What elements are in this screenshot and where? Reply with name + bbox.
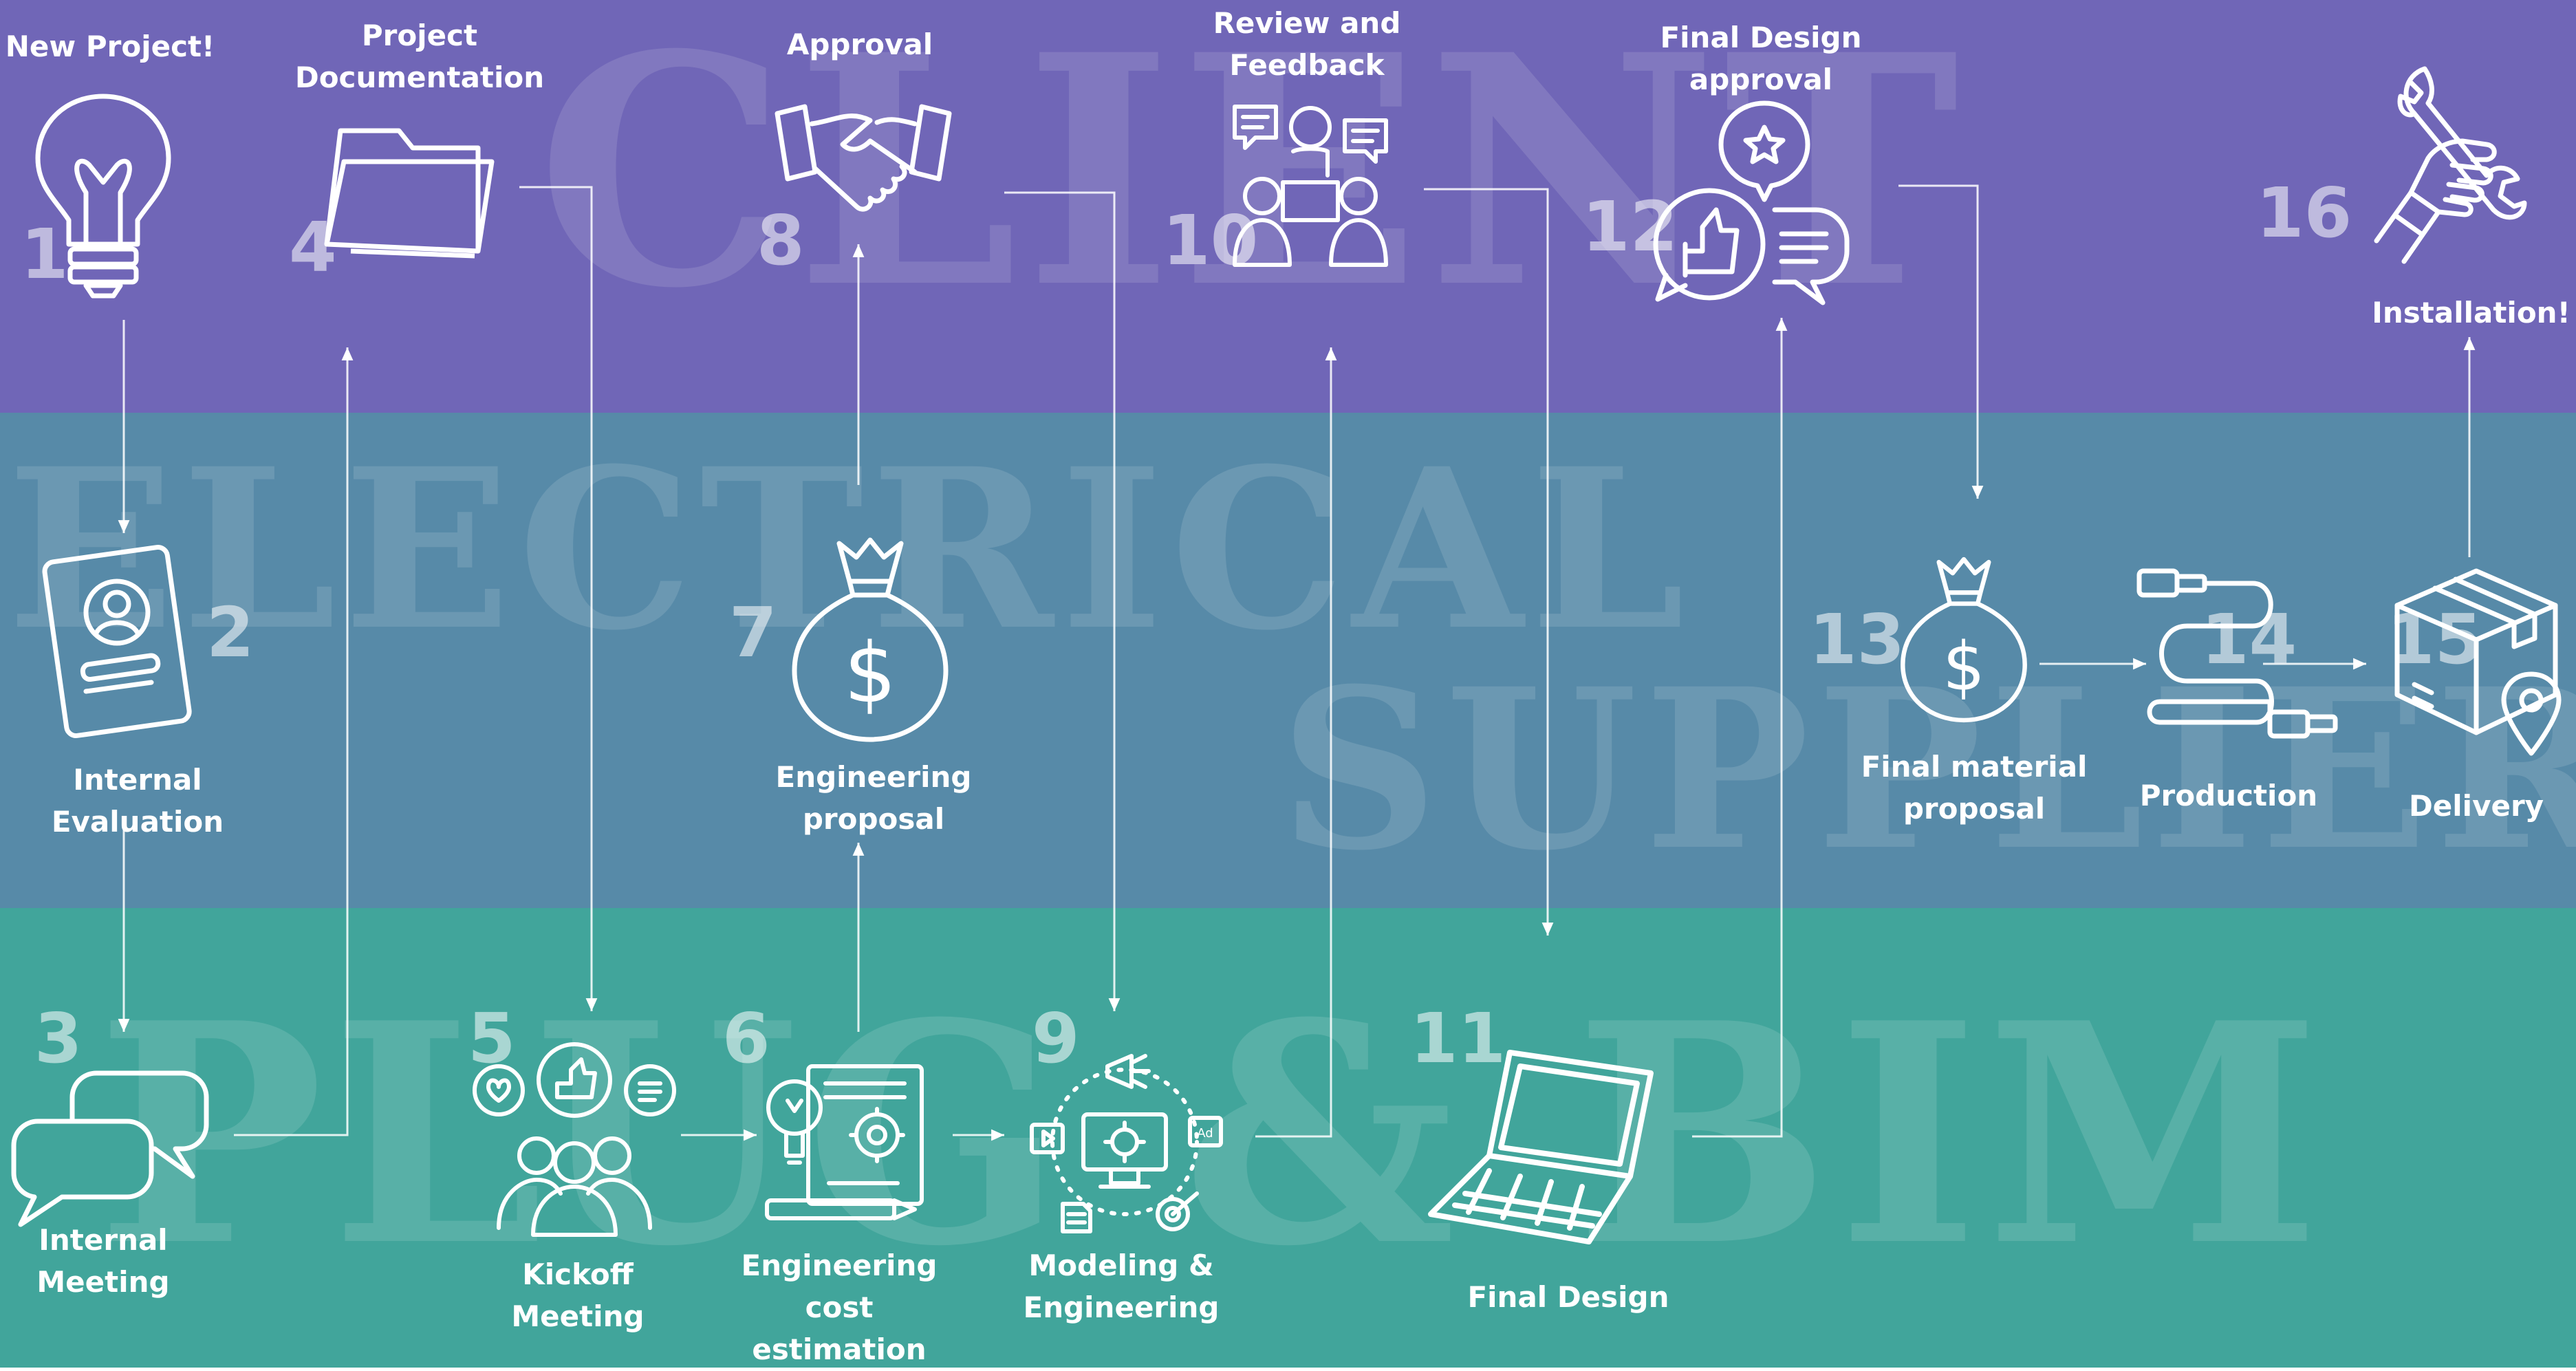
lane-client-title: CLIENT [537,0,1967,358]
lane-bim-title: PLUG & BIM [96,957,2328,1313]
step-label-4-line-2: Documentation [294,60,545,94]
lane-bim: PLUG & BIM [0,908,2576,1368]
step-label-8: Approval [786,28,933,61]
step-number-16: 16 [2256,173,2352,253]
step-label-13-line-2: proposal [1903,791,2046,825]
chat-bubbles-icon [11,1070,209,1227]
step-number-14: 14 [2201,599,2297,680]
step-number-3: 3 [34,998,83,1079]
svg-text:$: $ [844,626,896,722]
step-number-9: 9 [1032,998,1080,1079]
lane-electrical: ELECTRICAL SUPPLIER [0,413,2576,908]
step-label-6-line-1: Engineering [741,1249,938,1282]
step-number-12: 12 [1582,186,1678,267]
step-number-2: 2 [206,592,255,673]
handshake-icon [775,104,952,212]
connector-3-4 [234,347,354,1136]
lane-supplier-title: SUPPLIER [1279,641,2576,899]
id-card-icon [42,545,192,738]
step-label-9-line-2: Engineering [1023,1290,1220,1324]
lane-client: CLIENT [0,0,2576,413]
cable-icon [2136,568,2338,739]
step-label-3-line-1: Internal [39,1223,168,1257]
connector-11-12 [1692,318,1788,1138]
step-label-16: Installation! [2372,296,2570,330]
meeting-feedback-icon [1233,105,1388,267]
team-feedback-icon [473,1042,676,1237]
step-label-10-line-1: Review and [1213,6,1401,40]
step-label-3-line-2: Meeting [36,1264,170,1299]
step-label-5-line-1: Kickoff [522,1257,634,1291]
step-label-15: Delivery [2408,789,2544,823]
step-label-4-line-1: Project [361,19,478,52]
step-number-13: 13 [1809,599,1905,680]
step-label-1: New Project! [5,30,215,63]
step-label-10: Review and Feedback [1183,3,1431,87]
step-number-6: 6 [722,998,770,1079]
step-label-3: Internal Meeting [14,1220,193,1304]
step-label-4: Project Documentation [282,15,557,99]
step-label-6-line-2: cost [805,1290,874,1324]
laptop-icon [1428,1050,1654,1244]
step-number-15: 15 [2387,599,2483,680]
step-number-8: 8 [757,200,805,281]
connector-8-9 [1004,191,1121,1011]
step-label-14: Production [2139,779,2318,812]
approval-chat-icon [1653,100,1850,305]
step-label-13: Final material proposal [1857,746,2091,830]
modeling-icon: Ad [1030,1054,1223,1233]
step-number-11: 11 [1410,998,1506,1079]
step-label-2: Internal Evaluation [51,763,224,839]
wrench-hand-icon [2374,66,2527,264]
connector-4-5 [519,186,598,1011]
connector-12-13 [1898,184,1984,499]
connector-9-10 [1255,347,1337,1138]
step-label-5: Kickoff Meeting [468,1254,688,1338]
connector-10-11 [1424,188,1554,936]
package-icon [2394,568,2562,756]
step-label-13-line-1: Final material [1861,750,2088,784]
money-bag-icon: $ [1901,557,2027,723]
step-label-11: Final Design [1467,1280,1669,1314]
step-number-5: 5 [468,998,516,1079]
cost-estimation-icon [765,1064,924,1220]
step-label-10-line-2: Feedback [1229,47,1385,82]
step-label-7: Engineering proposal [775,760,972,836]
money-bag-icon: $ [792,537,949,742]
lightbulb-icon [35,94,171,299]
step-label-6: Engineering cost estimation [729,1245,949,1371]
svg-text:Ad: Ad [1197,1126,1213,1141]
step-label-9: Modeling & Engineering [1018,1245,1224,1329]
folder-icon [324,128,495,259]
svg-text:$: $ [1942,628,1985,706]
step-label-6-line-3: estimation [752,1332,927,1366]
step-number-7: 7 [729,592,777,673]
step-label-5-line-2: Meeting [511,1299,645,1333]
step-number-1: 1 [21,214,69,294]
step-label-9-line-1: Modeling & [1028,1249,1214,1282]
step-label-12: Final Design approval [1660,21,1862,96]
